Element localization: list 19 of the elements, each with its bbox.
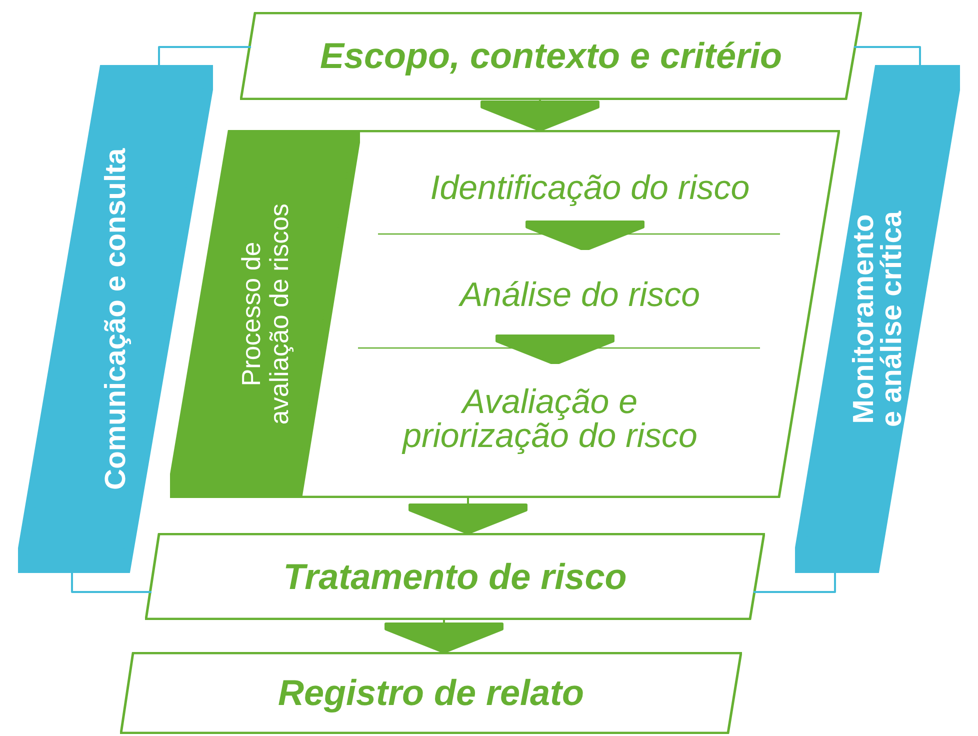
connector-line — [158, 46, 252, 65]
stage-title: Escopo, contexto e critério — [320, 34, 782, 78]
band-title: Monitoramento e análise crítica — [850, 210, 906, 430]
step-title: Identificação do risco — [430, 171, 750, 205]
connector-line — [71, 573, 152, 593]
band-title: Comunicação e consulta — [102, 147, 130, 492]
side-band — [795, 65, 960, 573]
section-title: Processo de avaliação de riscos — [237, 202, 293, 427]
step-title: Análise do risco — [460, 278, 700, 312]
step-title: Avaliação e priorização do risco — [400, 385, 698, 453]
process-box — [240, 12, 862, 100]
process-box — [120, 652, 742, 734]
stage-title: Tratamento de risco — [283, 554, 627, 598]
process-box — [145, 533, 765, 620]
connector-line — [854, 46, 921, 65]
connector-line — [754, 573, 836, 593]
side-band — [18, 65, 213, 573]
stage-title: Registro de relato — [278, 671, 584, 715]
process-group-box — [170, 130, 840, 498]
